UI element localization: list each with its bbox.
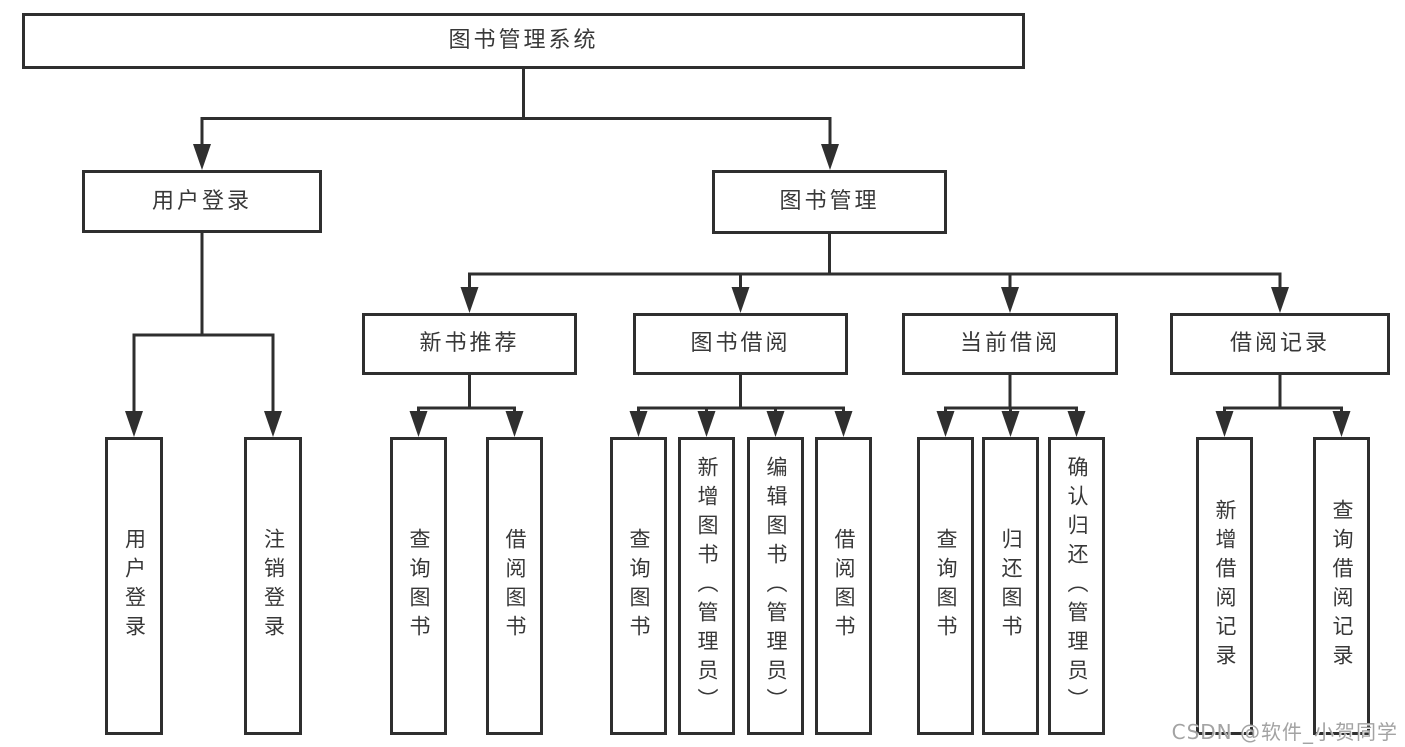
node-leaf-query-books-recommend-label: 查询图书 xyxy=(407,528,431,644)
node-leaf-add-borrow-record-label: 新增借阅记录 xyxy=(1213,499,1237,673)
node-leaf-edit-book-admin-label: 编辑图书（管理员） xyxy=(764,455,788,717)
arrowheads-level2 xyxy=(193,144,839,170)
node-library-management-system: 图书管理系统 xyxy=(22,13,1025,69)
node-book-management: 图书管理 xyxy=(712,170,947,234)
node-leaf-borrow-books-borrowing: 借阅图书 xyxy=(815,437,872,735)
node-leaf-return-books-label: 归还图书 xyxy=(999,528,1023,644)
node-leaf-logout-label: 注销登录 xyxy=(261,528,286,644)
arrowheads-user-login-subtree xyxy=(125,411,282,437)
node-leaf-query-books-borrowing-label: 查询图书 xyxy=(627,528,651,644)
node-borrowing-records-label: 借阅记录 xyxy=(1229,331,1330,356)
node-leaf-edit-book-admin: 编辑图书（管理员） xyxy=(747,437,804,735)
node-leaf-return-books: 归还图书 xyxy=(982,437,1039,735)
node-leaf-borrow-books-borrowing-label: 借阅图书 xyxy=(832,528,856,644)
node-current-borrowing-label: 当前借阅 xyxy=(959,331,1060,356)
node-user-login: 用户登录 xyxy=(82,170,322,233)
node-leaf-user-login-label: 用户登录 xyxy=(122,528,147,644)
connector-current-borrowing-subtree xyxy=(944,375,1078,414)
node-new-book-recommendation: 新书推荐 xyxy=(362,313,577,375)
node-leaf-confirm-return-admin-label: 确认归还（管理员） xyxy=(1065,455,1089,717)
node-current-borrowing: 当前借阅 xyxy=(902,313,1118,375)
connector-borrowing-records-subtree xyxy=(1223,375,1343,414)
arrowheads-new-book-subtree xyxy=(409,411,524,437)
arrowheads-level3 xyxy=(460,287,1289,313)
node-leaf-query-books-recommend: 查询图书 xyxy=(390,437,447,735)
node-leaf-query-borrow-record: 查询借阅记录 xyxy=(1313,437,1370,735)
node-leaf-query-borrow-record-label: 查询借阅记录 xyxy=(1330,499,1354,673)
arrowheads-borrowing-records-subtree xyxy=(1215,411,1351,437)
node-book-borrowing-label: 图书借阅 xyxy=(690,331,791,356)
node-leaf-query-books-borrowing: 查询图书 xyxy=(610,437,667,735)
node-leaf-add-book-admin: 新增图书（管理员） xyxy=(678,437,735,735)
connector-book-borrowing-subtree xyxy=(637,375,845,414)
arrowheads-book-borrowing-subtree xyxy=(629,411,853,437)
node-new-book-recommendation-label: 新书推荐 xyxy=(419,331,520,356)
node-leaf-confirm-return-admin: 确认归还（管理员） xyxy=(1048,437,1105,735)
node-book-borrowing: 图书借阅 xyxy=(633,313,848,375)
node-leaf-add-book-admin-label: 新增图书（管理员） xyxy=(695,455,719,717)
node-book-management-label: 图书管理 xyxy=(779,189,880,214)
connector-user-login-subtree xyxy=(132,233,275,414)
node-leaf-query-books-current: 查询图书 xyxy=(917,437,974,735)
connector-new-book-subtree xyxy=(417,375,516,414)
arrowheads-current-borrowing-subtree xyxy=(936,411,1086,437)
connector-book-management-subtree xyxy=(468,234,1282,291)
connector-root-to-level2 xyxy=(200,69,832,147)
node-leaf-borrow-books-recommend-label: 借阅图书 xyxy=(503,528,527,644)
node-leaf-add-borrow-record: 新增借阅记录 xyxy=(1196,437,1253,735)
node-user-login-label: 用户登录 xyxy=(151,188,252,214)
node-library-management-system-label: 图书管理系统 xyxy=(448,28,599,53)
csdn-watermark: CSDN @软件_小贺同学 xyxy=(1171,720,1398,744)
node-borrowing-records: 借阅记录 xyxy=(1170,313,1390,375)
node-leaf-logout: 注销登录 xyxy=(244,437,302,735)
node-leaf-user-login: 用户登录 xyxy=(105,437,163,735)
node-leaf-query-books-current-label: 查询图书 xyxy=(934,528,958,644)
node-leaf-borrow-books-recommend: 借阅图书 xyxy=(486,437,543,735)
